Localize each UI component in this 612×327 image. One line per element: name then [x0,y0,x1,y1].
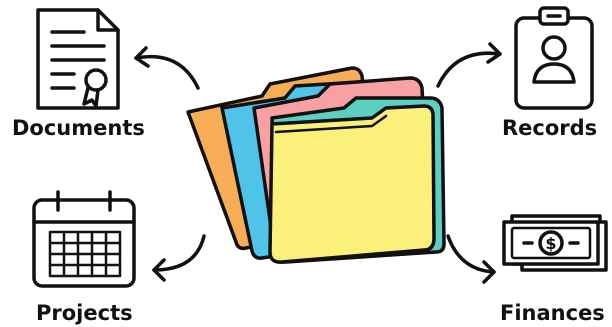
arrow-to-records [438,44,500,86]
dollar-bill-icon: $ [504,216,606,270]
projects-label: Projects [36,303,133,324]
calendar-icon [34,192,134,286]
id-badge-icon [516,8,592,108]
svg-text:$: $ [545,234,556,253]
yellow-folder [270,106,434,262]
arrow-to-projects [154,236,204,280]
finances-label: Finances [500,303,605,324]
folder-stack-icon [188,68,444,262]
records-label: Records [502,118,597,139]
arrow-to-finances [448,236,494,282]
documents-label: Documents [12,118,145,139]
arrow-to-documents [136,48,198,88]
certificate-document-icon [38,10,118,108]
